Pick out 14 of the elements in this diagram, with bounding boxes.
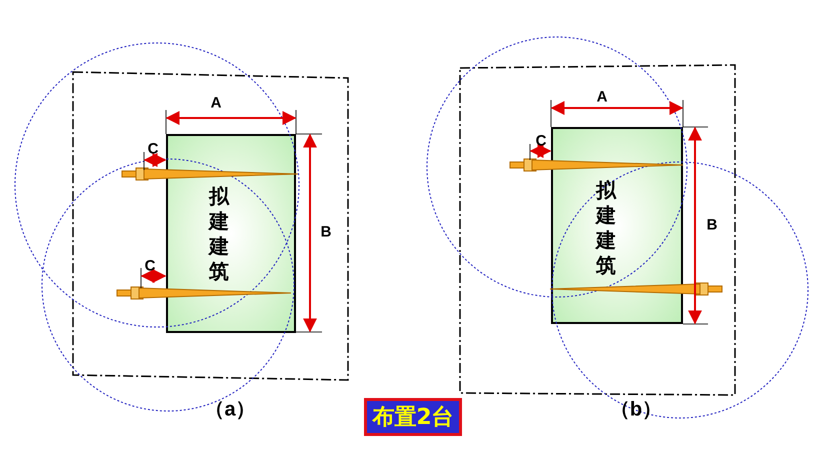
building-outline [166, 134, 296, 333]
dimension-label: B [706, 216, 718, 234]
dimension-label: A [596, 88, 608, 106]
dimension-label: C [536, 132, 546, 150]
panel-caption: （b） [610, 398, 662, 422]
dimension-label: B [320, 224, 332, 240]
dimension-label: A [210, 94, 222, 112]
building-label: 拟建建筑 [596, 178, 618, 278]
dimension-label: C [148, 140, 158, 158]
label-box: 布置2台 [364, 398, 462, 436]
building-label: 拟建建筑 [209, 184, 230, 284]
panel-caption: （a） [204, 398, 256, 422]
building-outline [551, 127, 683, 324]
dimension-label: C [144, 258, 156, 274]
